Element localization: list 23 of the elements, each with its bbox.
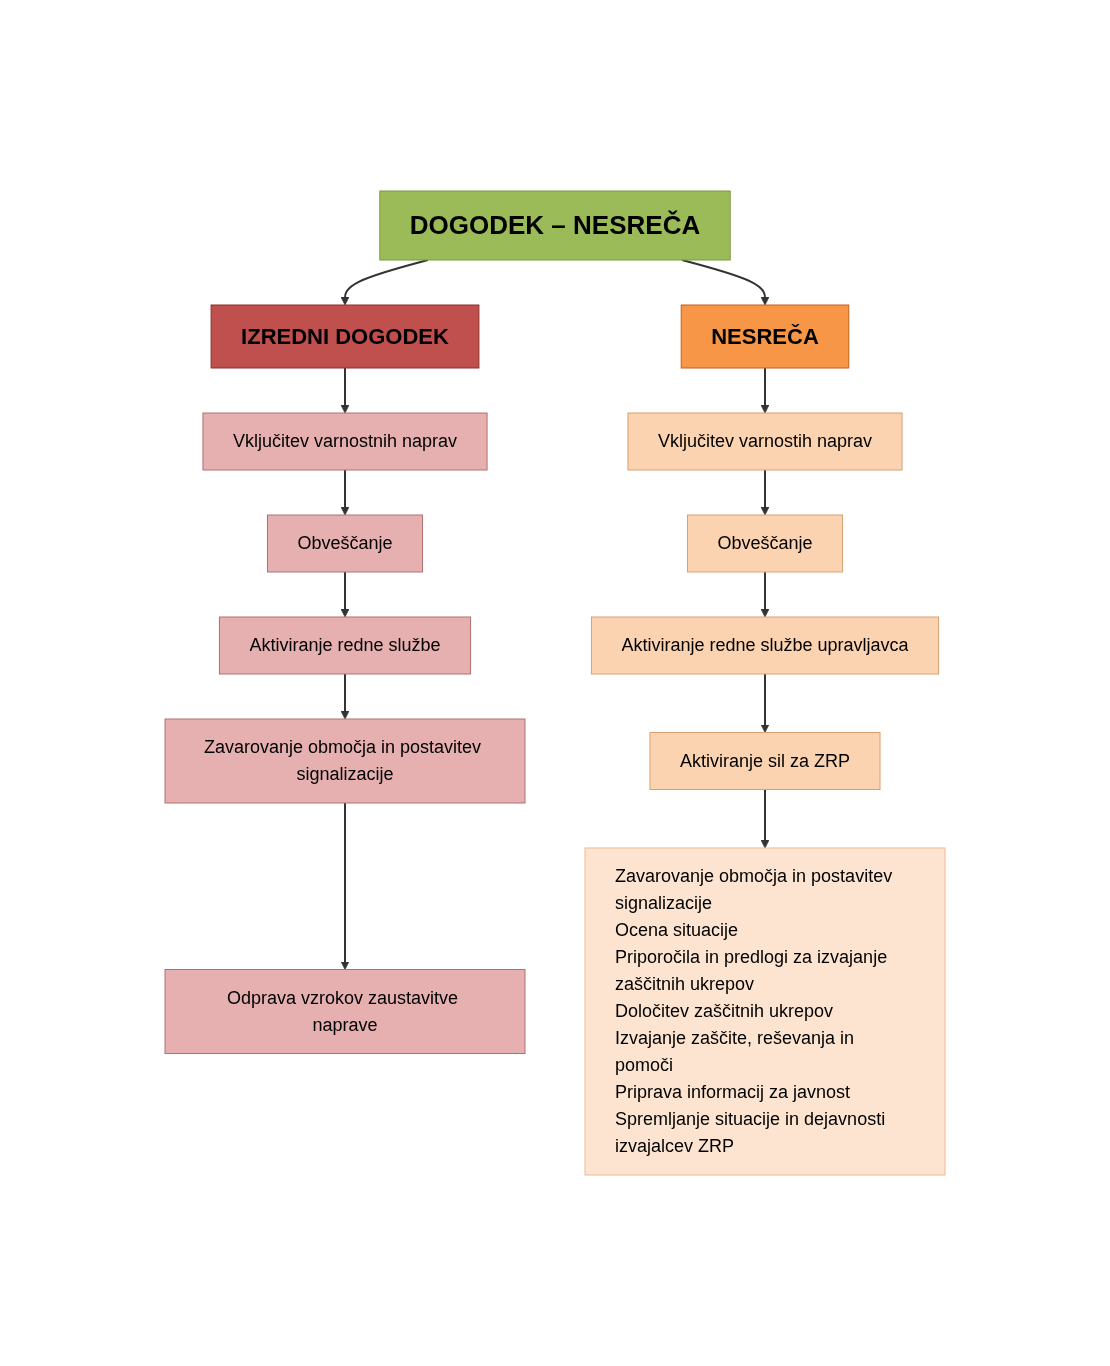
arrow bbox=[340, 571, 350, 618]
node-box: Aktiviranje redne službe upravljavca bbox=[590, 616, 940, 675]
node-box: Obveščanje bbox=[266, 514, 424, 573]
arrow bbox=[340, 673, 350, 720]
node-box: DOGODEK – NESREČA bbox=[379, 190, 731, 261]
arrow bbox=[760, 571, 770, 618]
arrow bbox=[340, 802, 350, 970]
arrow bbox=[760, 469, 770, 516]
arrow bbox=[760, 367, 770, 414]
node-box: Aktiviranje sil za ZRP bbox=[649, 732, 881, 790]
node-box: Zavarovanje območja in postavitev signalizacije Ocena situacije Priporočila in predlogi za izvajanje zaščitnih ukrepov Določitev zaščitnih ukrepov Izvajanje zaščite, reševanja in pomoči Priprava informacij za javnost Spremljanje situacije in dejavnosti izvajalcev ZRP bbox=[584, 847, 946, 1176]
node-box: Vključitev varnostih naprav bbox=[627, 412, 903, 471]
node-box: NESREČA bbox=[680, 304, 850, 369]
node-box: Zavarovanje območja in postavitev signalizacije bbox=[164, 718, 526, 804]
arrow bbox=[340, 367, 350, 414]
arrow bbox=[760, 673, 770, 733]
node-box: Obveščanje bbox=[686, 514, 844, 573]
node-box: Vključitev varnostnih naprav bbox=[202, 412, 488, 471]
arrow bbox=[760, 788, 770, 849]
arrow bbox=[340, 469, 350, 516]
node-box: Aktiviranje redne službe bbox=[218, 616, 472, 675]
node-box: Odprava vzrokov zaustavitve naprave bbox=[164, 969, 526, 1054]
node-box: IZREDNI DOGODEK bbox=[210, 304, 480, 369]
